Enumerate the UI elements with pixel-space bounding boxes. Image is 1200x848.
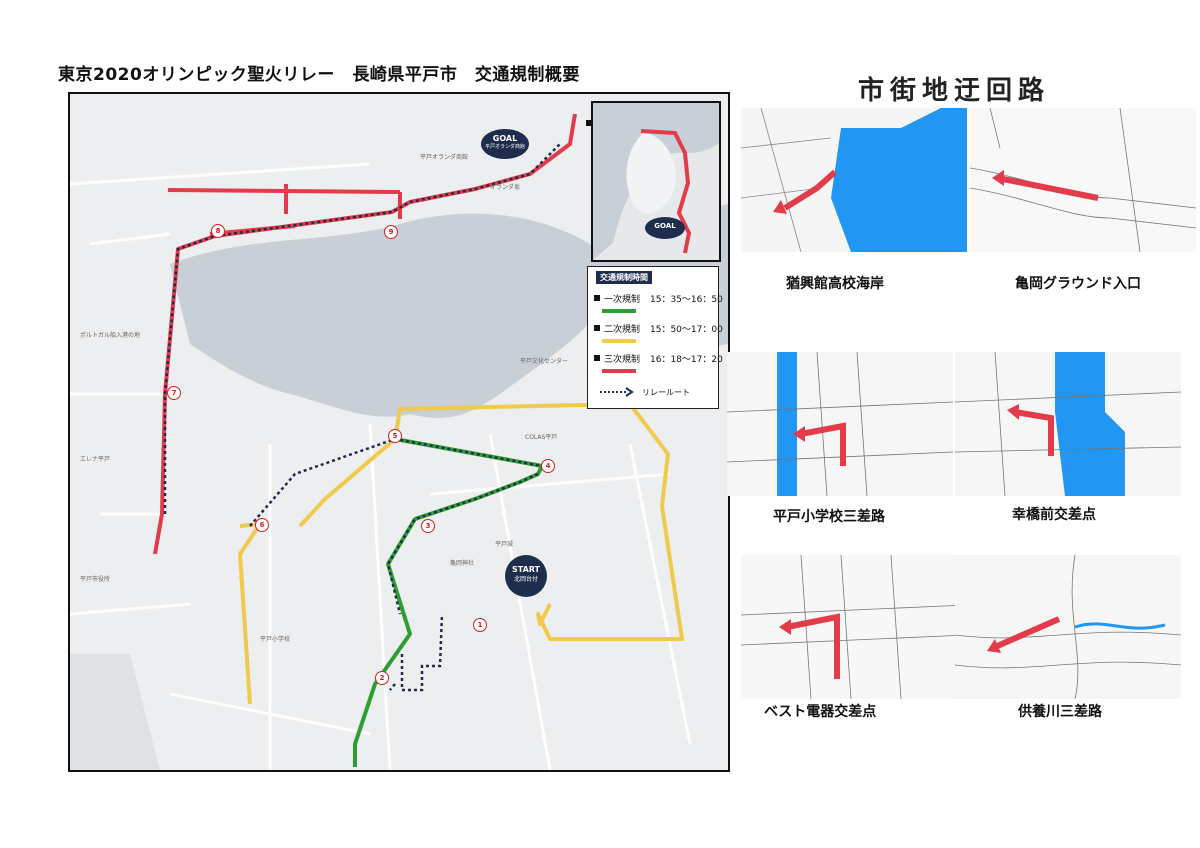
legend-marker [594, 355, 600, 361]
legend-label: 三次規制 [604, 355, 641, 365]
detour-label: ベスト電器交差点 [764, 704, 877, 720]
goal-sublabel: 平戸オランダ商館 [484, 144, 525, 150]
checkpoint-pin[interactable]: 8 [211, 224, 225, 238]
legend-label: 二次規制 [604, 325, 641, 335]
checkpoint-pin[interactable]: 4 [541, 459, 555, 473]
detour-map-panel[interactable] [955, 555, 1181, 699]
map-label: ポルトガル船入港の地 [80, 332, 141, 339]
bay-water [170, 213, 610, 418]
goal-label: GOAL [492, 134, 518, 143]
detour-label: 幸橋前交差点 [1012, 507, 1096, 523]
detour-section-title: 市街地迂回路 [858, 76, 1051, 106]
checkpoint-pin[interactable]: 9 [384, 225, 398, 239]
legend-marker [594, 295, 600, 301]
detour-map-drawing [741, 555, 967, 699]
map-label: 平戸城 [495, 541, 514, 548]
inset-goal-label: GOAL [654, 222, 676, 230]
map-label: エレナ平戸 [80, 456, 111, 463]
legend-swatch-first [602, 309, 636, 313]
legend-time: 15：50～17：00 [650, 325, 723, 335]
detour-label: 猶興館高校海岸 [786, 276, 884, 292]
legend-marker [594, 325, 600, 331]
checkpoint-pin[interactable]: 1 [473, 618, 487, 632]
inset-goal-marker: GOAL [645, 217, 685, 239]
map-label: COLAS平戸 [525, 434, 558, 441]
checkpoint-pin[interactable]: 6 [255, 518, 269, 532]
first-regulation-route [353, 437, 544, 767]
legend-swatch-second [602, 339, 636, 343]
detour-label: 平戸小学校三差路 [773, 509, 885, 525]
relay-route-legend-icon [600, 387, 634, 397]
detour-map-panel[interactable] [970, 108, 1196, 252]
detour-label: 亀岡グラウンド入口 [1015, 276, 1141, 292]
map-label: 平戸オランダ商館 [420, 154, 469, 161]
map-label: 平戸文化センター [520, 358, 569, 365]
goal-inset-map[interactable]: GOAL [591, 101, 721, 262]
checkpoint-pin[interactable]: 3 [421, 519, 435, 533]
legend-time: 15：35～16：50 [650, 295, 723, 305]
detour-map-panel[interactable] [955, 352, 1181, 496]
map-label: 亀岡神社 [450, 560, 475, 567]
detour-map-drawing [970, 108, 1196, 252]
map-label: 平戸小学校 [260, 636, 291, 643]
legend: 交通規制時間 一次規制 15：35～16：50 二次規制 15：50～17：00… [587, 266, 723, 409]
checkpoint-pin[interactable]: 7 [167, 386, 181, 400]
detour-map-drawing [741, 108, 967, 252]
detour-map-panel[interactable] [727, 352, 953, 496]
goal-marker[interactable]: GOAL 平戸オランダ商館 [481, 129, 529, 159]
detour-map-drawing [955, 352, 1181, 496]
legend-title: 交通規制時間 [596, 271, 652, 284]
map-label: オランダ坂 [490, 184, 521, 191]
detour-map-panel[interactable] [741, 108, 967, 252]
legend-relay-label: リレールート [642, 388, 690, 397]
detour-map-drawing [955, 555, 1181, 699]
relay-route [163, 143, 561, 692]
checkpoint-pin[interactable]: 5 [388, 429, 402, 443]
legend-swatch-third [602, 369, 636, 373]
start-sublabel: 北岡台付 [513, 576, 538, 583]
detour-map-panel[interactable] [741, 555, 967, 699]
legend-label: 一次規制 [604, 295, 641, 305]
start-marker[interactable]: START 北岡台付 [505, 555, 547, 597]
checkpoint-pin[interactable]: 2 [375, 671, 389, 685]
start-label: START [511, 565, 541, 574]
detour-label: 供養川三差路 [1018, 704, 1102, 720]
map-label: 平戸市役所 [80, 576, 111, 583]
detour-map-drawing [727, 352, 953, 496]
legend-time: 16：18～17：20 [650, 355, 723, 365]
page-title: 東京2020オリンピック聖火リレー 長崎県平戸市 交通規制概要 [58, 65, 580, 85]
